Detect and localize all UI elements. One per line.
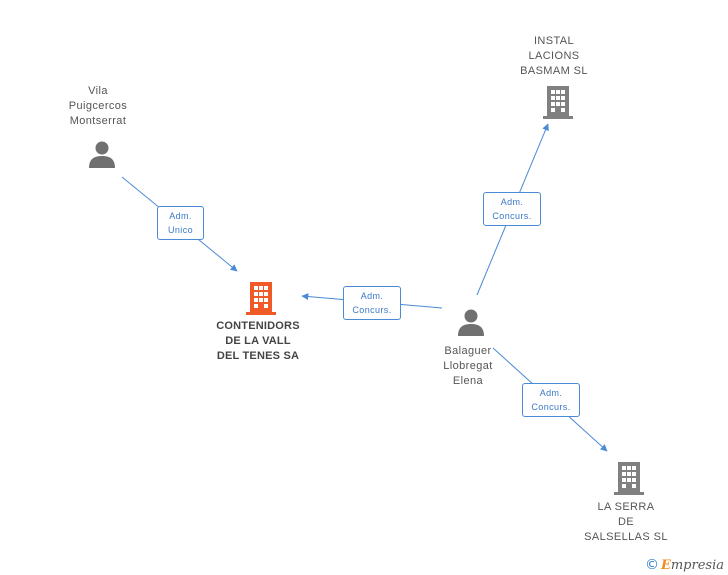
empresia-logo: ©Empresia — [645, 557, 724, 573]
person-icon[interactable] — [87, 140, 117, 170]
node-label-line: DEL TENES SA — [216, 350, 300, 362]
node-label-line: Vila — [88, 85, 108, 97]
edge-label-adm-concurs[interactable]: Adm. Concurs. — [522, 383, 580, 417]
edge-label-adm-concurs[interactable]: Adm. Concurs. — [483, 192, 541, 226]
node-label-line: Montserrat — [69, 115, 127, 127]
node-label-vila: Vila Puigcercos Montserrat — [48, 84, 148, 129]
edge-label-line: Adm. — [169, 211, 192, 221]
node-label-balaguer: Balaguer Llobregat Elena — [418, 344, 518, 389]
edge-label-line: Concurs. — [531, 402, 571, 412]
node-label-line: LA SERRA — [597, 501, 655, 513]
node-label-line: DE LA VALL — [225, 335, 291, 347]
edge-label-line: Adm. — [539, 388, 563, 398]
edge-label-line: Concurs. — [352, 305, 392, 315]
node-label-line: Llobregat — [443, 360, 493, 372]
edge-label-line: Concurs. — [492, 211, 532, 221]
copyright-symbol: © — [644, 557, 659, 573]
node-label-line: CONTENIDORS — [216, 320, 300, 332]
node-label-line: DE — [617, 516, 635, 528]
edge-label-adm-unico[interactable]: Adm. Unico — [157, 206, 204, 240]
edge-label-line: Unico — [167, 225, 193, 235]
edge-label-line: Adm. — [500, 197, 524, 207]
building-icon[interactable] — [543, 85, 573, 119]
brand-rest: mpresia — [670, 558, 724, 573]
edge-label-adm-concurs[interactable]: Adm. Concurs. — [343, 286, 401, 320]
node-label-line: LACIONS — [528, 50, 580, 62]
person-icon[interactable] — [456, 308, 486, 338]
main-company-building-icon[interactable] — [246, 281, 276, 315]
edge-label-line: Adm. — [360, 291, 384, 301]
node-label-instal: INSTAL LACIONS BASMAM SL — [499, 34, 609, 79]
node-label-serra: LA SERRA DE SALSELLAS SL — [571, 500, 681, 545]
node-label-line: Puigcercos — [68, 100, 128, 112]
brand-e: E — [660, 558, 671, 573]
node-label-line: SALSELLAS SL — [584, 531, 668, 543]
node-label-line: BASMAM SL — [520, 65, 588, 77]
node-label-line: Balaguer — [444, 345, 492, 357]
node-label-line: INSTAL — [533, 35, 575, 47]
node-label-contenidors[interactable]: CONTENIDORS DE LA VALL DEL TENES SA — [203, 319, 313, 364]
node-label-line: Elena — [452, 375, 484, 387]
building-icon[interactable] — [614, 461, 644, 495]
